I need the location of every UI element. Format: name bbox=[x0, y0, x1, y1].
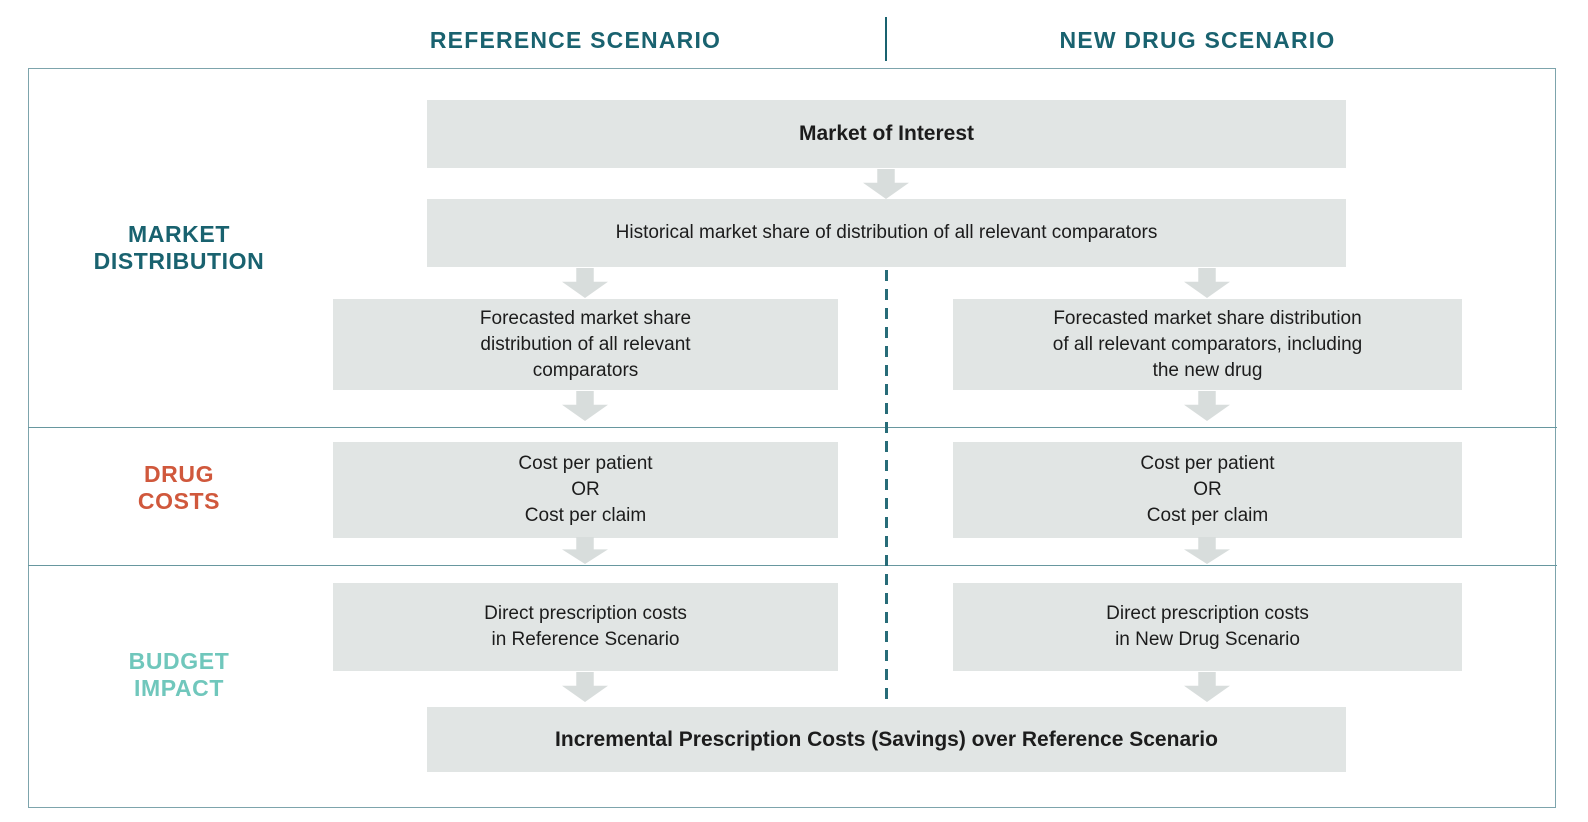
diagram-frame bbox=[28, 68, 1556, 808]
reference-scenario-header: REFERENCE SCENARIO bbox=[429, 26, 722, 53]
section-label-drug-costs: DRUG COSTS bbox=[137, 461, 221, 514]
header-divider-line bbox=[885, 17, 887, 61]
box-direct-costs-reference: Direct prescription costs in Reference S… bbox=[333, 583, 838, 671]
section-divider-drug-budget bbox=[28, 565, 1557, 566]
box-forecast-reference: Forecasted market share distribution of … bbox=[333, 299, 838, 390]
box-market-of-interest: Market of Interest bbox=[427, 100, 1346, 168]
box-cost-reference: Cost per patient OR Cost per claim bbox=[333, 442, 838, 538]
box-historical-market-share: Historical market share of distribution … bbox=[427, 199, 1346, 267]
box-cost-new-drug: Cost per patient OR Cost per claim bbox=[953, 442, 1462, 538]
scenario-dashed-divider bbox=[885, 270, 888, 707]
box-direct-costs-new-drug: Direct prescription costs in New Drug Sc… bbox=[953, 583, 1462, 671]
section-label-market-distribution: MARKET DISTRIBUTION bbox=[93, 221, 265, 274]
box-incremental-costs: Incremental Prescription Costs (Savings)… bbox=[427, 707, 1346, 772]
box-forecast-new-drug: Forecasted market share distribution of … bbox=[953, 299, 1462, 390]
new-drug-scenario-header: NEW DRUG SCENARIO bbox=[1059, 26, 1336, 53]
section-label-budget-impact: BUDGET IMPACT bbox=[128, 648, 230, 701]
section-divider-market-drug bbox=[28, 427, 1557, 428]
